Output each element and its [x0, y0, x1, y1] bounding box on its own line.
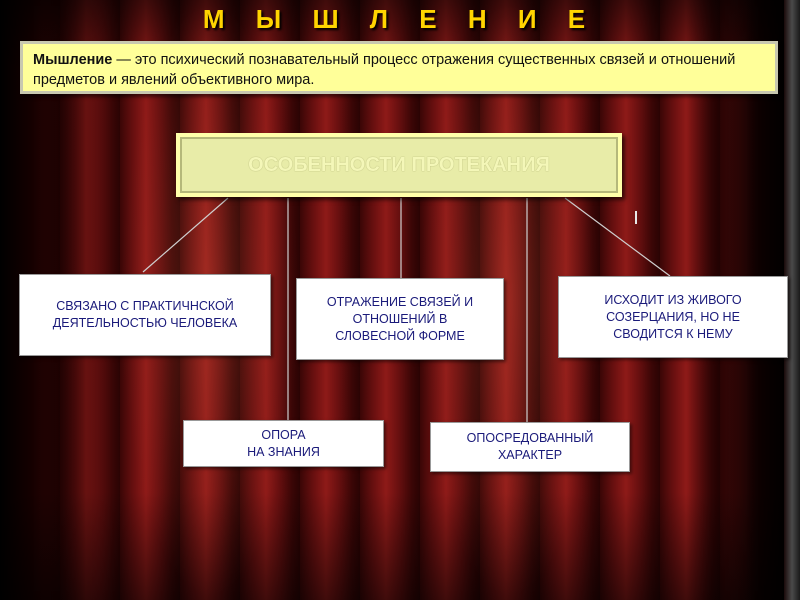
node-verbal-form: ОТРАЖЕНИЕ СВЯЗЕЙ И ОТНОШЕНИЙ В СЛОВЕСНОЙ…: [296, 278, 504, 360]
connector-line-1: [142, 197, 229, 273]
node-mediated-character: ОПОСРЕДОВАННЫЙ ХАРАКТЕР: [430, 422, 630, 472]
node-practical-activity: СВЯЗАНО С ПРАКТИЧНСКОЙ ДЕЯТЕЛЬНОСТЬЮ ЧЕЛ…: [19, 274, 271, 356]
central-node-label: ОСОБЕННОСТИ ПРОТЕКАНИЯ: [180, 137, 618, 193]
definition-box: Мышление — это психический познавательны…: [20, 41, 778, 94]
definition-term: Мышление: [33, 52, 113, 68]
definition-text: — это психический познавательный процесс…: [33, 52, 736, 88]
node-reliance-on-knowledge: ОПОРА НА ЗНАНИЯ: [183, 420, 384, 467]
stray-mark: [635, 211, 637, 224]
central-node: ОСОБЕННОСТИ ПРОТЕКАНИЯ: [176, 133, 622, 197]
node-living-contemplation: ИСХОДИТ ИЗ ЖИВОГО СОЗЕРЦАНИЯ, НО НЕ СВОД…: [558, 276, 788, 358]
slide-title: М Ы Ш Л Е Н И Е: [202, 4, 598, 34]
connector-line-3: [564, 197, 671, 277]
curtain-right-edge: [784, 0, 800, 600]
